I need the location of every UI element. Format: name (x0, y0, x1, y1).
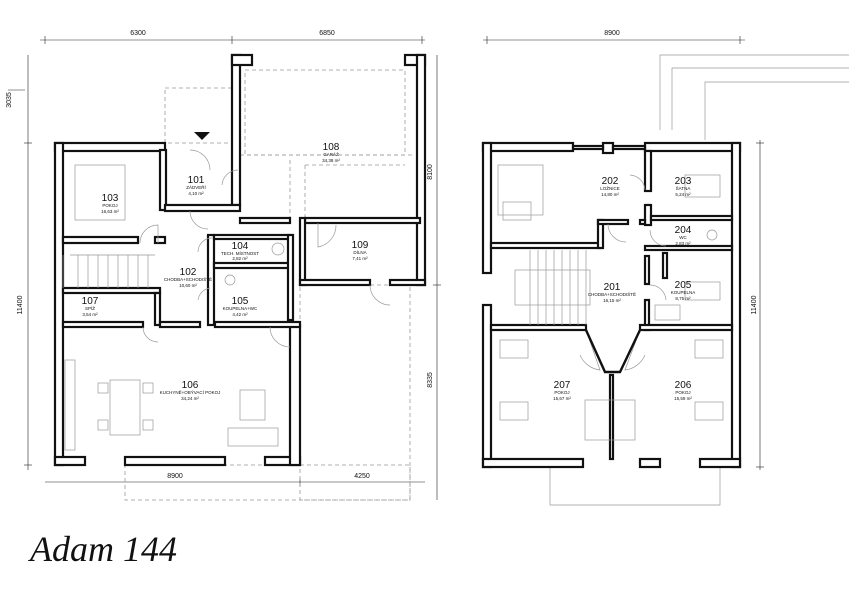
svg-text:109: 109 (352, 240, 369, 251)
svg-text:206: 206 (675, 380, 692, 391)
ground-stairs (62, 254, 155, 288)
upper-furniture (497, 164, 724, 441)
ground-furniture (64, 164, 285, 451)
svg-text:3,54 m²: 3,54 m² (82, 312, 98, 317)
entrance-arrow-icon (194, 132, 210, 140)
upper-walls (481, 141, 742, 469)
svg-text:SPÍŽ: SPÍŽ (85, 304, 95, 311)
svg-text:15,67 m²: 15,67 m² (553, 396, 571, 401)
svg-text:DÍLNA: DÍLNA (353, 249, 366, 255)
dim-upper-top: 8900 (604, 30, 620, 37)
dim-left-top: 3035 (6, 92, 13, 108)
svg-text:201: 201 (604, 282, 621, 293)
ground-doors (139, 149, 391, 348)
svg-text:5,24 m²: 5,24 m² (675, 192, 691, 197)
ground-floor-plan: 6300 6850 3035 11400 8100 8335 8900 4250 (6, 30, 441, 501)
upper-dimension-lines (483, 36, 849, 506)
dim-right-bottom: 8335 (427, 372, 434, 388)
dim-bottom-left: 8900 (167, 473, 183, 480)
dim-top-right: 6850 (319, 30, 335, 37)
dim-bottom-right: 4250 (354, 473, 370, 480)
svg-text:203: 203 (675, 176, 692, 187)
svg-text:202: 202 (602, 176, 619, 187)
svg-text:16,63 m²: 16,63 m² (101, 209, 119, 214)
svg-text:ZÁDVEŘÍ: ZÁDVEŘÍ (186, 183, 206, 190)
svg-text:34,24 m²: 34,24 m² (181, 396, 199, 401)
plan-title: Adam 144 (30, 529, 177, 569)
svg-text:14,80 m²: 14,80 m² (601, 192, 619, 197)
svg-text:2,83 m²: 2,83 m² (675, 241, 691, 246)
dim-right-top: 8100 (427, 164, 434, 180)
svg-text:101: 101 (188, 175, 205, 186)
svg-text:TECH. MÍSTNOST: TECH. MÍSTNOST (221, 250, 259, 256)
svg-text:103: 103 (102, 193, 119, 204)
svg-text:34,38 m²: 34,38 m² (322, 158, 340, 163)
svg-text:105: 105 (232, 296, 249, 307)
svg-text:106: 106 (182, 380, 199, 391)
svg-text:CHODBA+SCHODIŠTĚ: CHODBA+SCHODIŠTĚ (164, 275, 212, 282)
svg-text:8,75 m²: 8,75 m² (675, 296, 691, 301)
svg-text:204: 204 (675, 225, 692, 236)
ground-walls (53, 53, 427, 467)
upper-floor-plan: 8900 11400 (481, 30, 849, 506)
svg-text:POKOJ: POKOJ (675, 390, 690, 395)
svg-text:ŠATNA: ŠATNA (676, 185, 691, 191)
svg-text:CHODBA+SCHODIŠTĚ: CHODBA+SCHODIŠTĚ (588, 290, 636, 297)
upper-stairs (514, 250, 591, 325)
svg-text:KUCHYNĚ+OBÝVACÍ POKOJ: KUCHYNĚ+OBÝVACÍ POKOJ (160, 388, 221, 395)
dim-top-left: 6300 (130, 30, 146, 37)
svg-text:POKOJ: POKOJ (554, 390, 569, 395)
svg-text:WC: WC (679, 235, 687, 240)
svg-text:104: 104 (232, 241, 249, 252)
svg-text:107: 107 (82, 296, 99, 307)
upper-doors (579, 174, 667, 374)
svg-text:205: 205 (675, 280, 692, 291)
svg-text:108: 108 (323, 142, 340, 153)
dim-upper-right: 11400 (751, 295, 758, 314)
svg-text:GARÁŽ: GARÁŽ (323, 150, 339, 157)
svg-text:4,42 m²: 4,42 m² (232, 312, 248, 317)
svg-text:POKOJ: POKOJ (102, 203, 117, 208)
svg-text:4,10 m²: 4,10 m² (188, 191, 204, 196)
svg-text:2,82 m²: 2,82 m² (232, 256, 248, 261)
svg-text:16,15 m²: 16,15 m² (603, 298, 621, 303)
svg-text:10,60 m²: 10,60 m² (179, 283, 197, 288)
svg-text:15,59 m²: 15,59 m² (674, 396, 692, 401)
svg-text:KOUPELNA: KOUPELNA (671, 290, 696, 295)
svg-text:LOŽNICE: LOŽNICE (600, 184, 620, 191)
svg-text:207: 207 (554, 380, 571, 391)
dim-left: 11400 (17, 295, 24, 314)
dimension-lines (8, 36, 441, 500)
svg-text:102: 102 (180, 267, 197, 278)
svg-text:7,41 m²: 7,41 m² (352, 256, 368, 261)
svg-text:KOUPELNA+WC: KOUPELNA+WC (223, 306, 258, 311)
